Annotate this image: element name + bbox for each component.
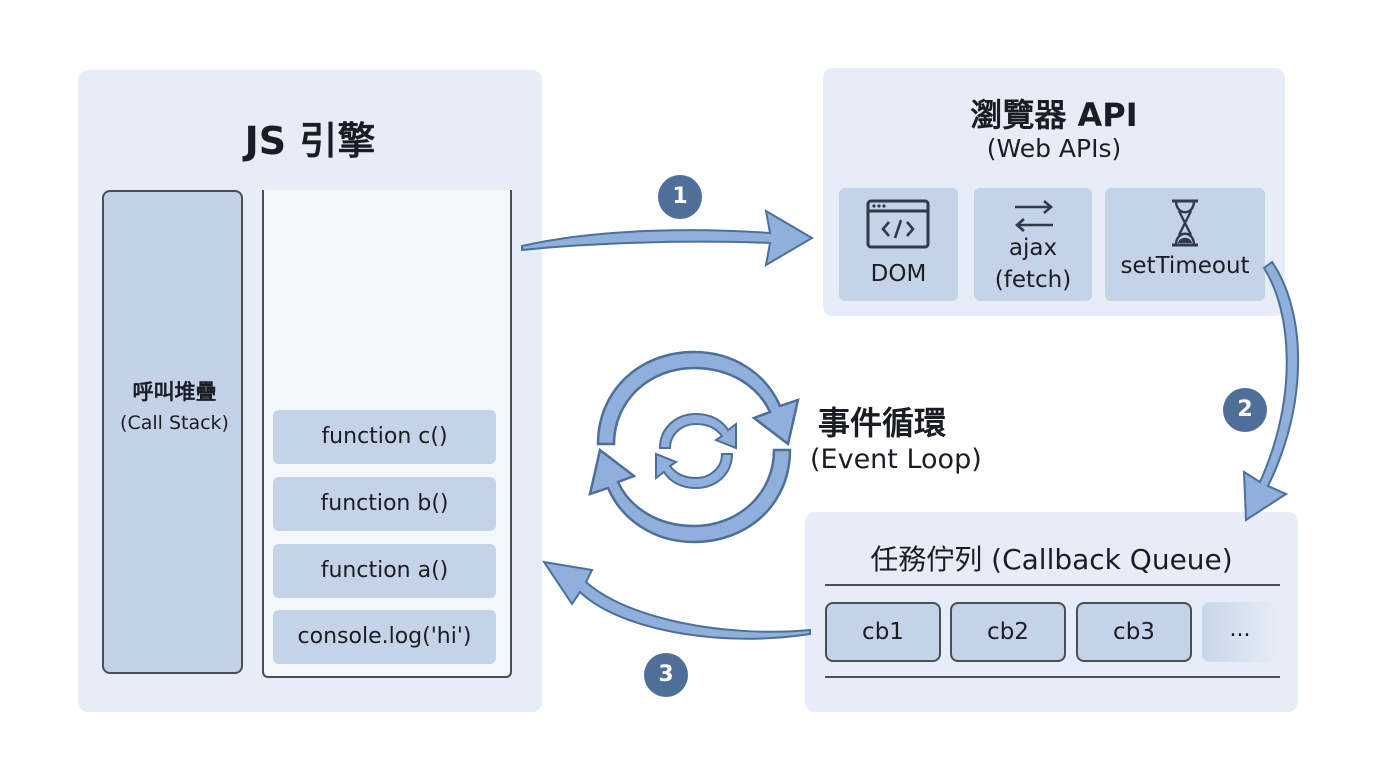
call-stack-label-en: (Call Stack)	[120, 412, 229, 434]
dom-label: DOM	[870, 261, 927, 287]
hourglass-icon	[1172, 199, 1198, 247]
stack-frame-function-a: function a()	[273, 544, 496, 598]
arrow-to-web-apis	[521, 209, 814, 267]
queue-item-cb3: cb3	[1076, 602, 1192, 662]
stack-frame-function-b: function b()	[273, 477, 496, 531]
callback-queue-title: 任務佇列 (Callback Queue)	[870, 543, 1233, 576]
swap-arrows-icon	[1015, 200, 1053, 232]
fetch-label: (fetch)	[994, 267, 1072, 293]
event-loop-label-en: (Event Loop)	[810, 444, 982, 475]
callback-queue-panel: 任務佇列 (Callback Queue) cb1 cb2 cb3 ...	[805, 512, 1298, 712]
ajax-api-card: ajax (fetch)	[974, 188, 1092, 301]
step-badge-3: 3	[644, 653, 688, 697]
stack-frame-function-c: function c()	[273, 410, 496, 464]
web-apis-panel: 瀏覽器 API (Web APIs) DOM ajax (fetch)	[823, 68, 1285, 316]
arrow-to-callback-queue	[1242, 260, 1300, 522]
queue-item-cb1: cb1	[825, 602, 941, 662]
queue-item-more: ...	[1202, 602, 1278, 662]
arrow-to-call-stack	[541, 560, 811, 640]
web-apis-subtitle: (Web APIs)	[986, 134, 1122, 163]
queue-bottom-line	[825, 676, 1280, 678]
step-badge-2: 2	[1223, 388, 1267, 432]
js-engine-panel: JS 引擎 呼叫堆疊 (Call Stack) function c() fun…	[78, 70, 542, 712]
call-stack-label-box: 呼叫堆疊 (Call Stack)	[102, 190, 243, 674]
settimeout-label: setTimeout	[1120, 253, 1250, 279]
ajax-label: ajax	[1008, 235, 1058, 261]
settimeout-api-card: setTimeout	[1105, 188, 1265, 301]
event-loop-label-cn: 事件循環	[818, 404, 947, 442]
web-apis-title: 瀏覽器 API	[970, 96, 1138, 134]
event-loop-inner-icon	[655, 412, 737, 490]
call-stack-label-cn: 呼叫堆疊	[132, 380, 217, 404]
dom-api-card: DOM	[839, 188, 958, 301]
code-window-icon	[866, 199, 930, 249]
queue-item-cb2: cb2	[950, 602, 1066, 662]
event-loop-icon	[588, 350, 800, 544]
queue-top-line	[825, 584, 1280, 586]
js-engine-title: JS 引擎	[244, 119, 376, 163]
step-badge-1: 1	[658, 175, 702, 219]
stack-frame-console-log: console.log('hi')	[273, 610, 496, 664]
